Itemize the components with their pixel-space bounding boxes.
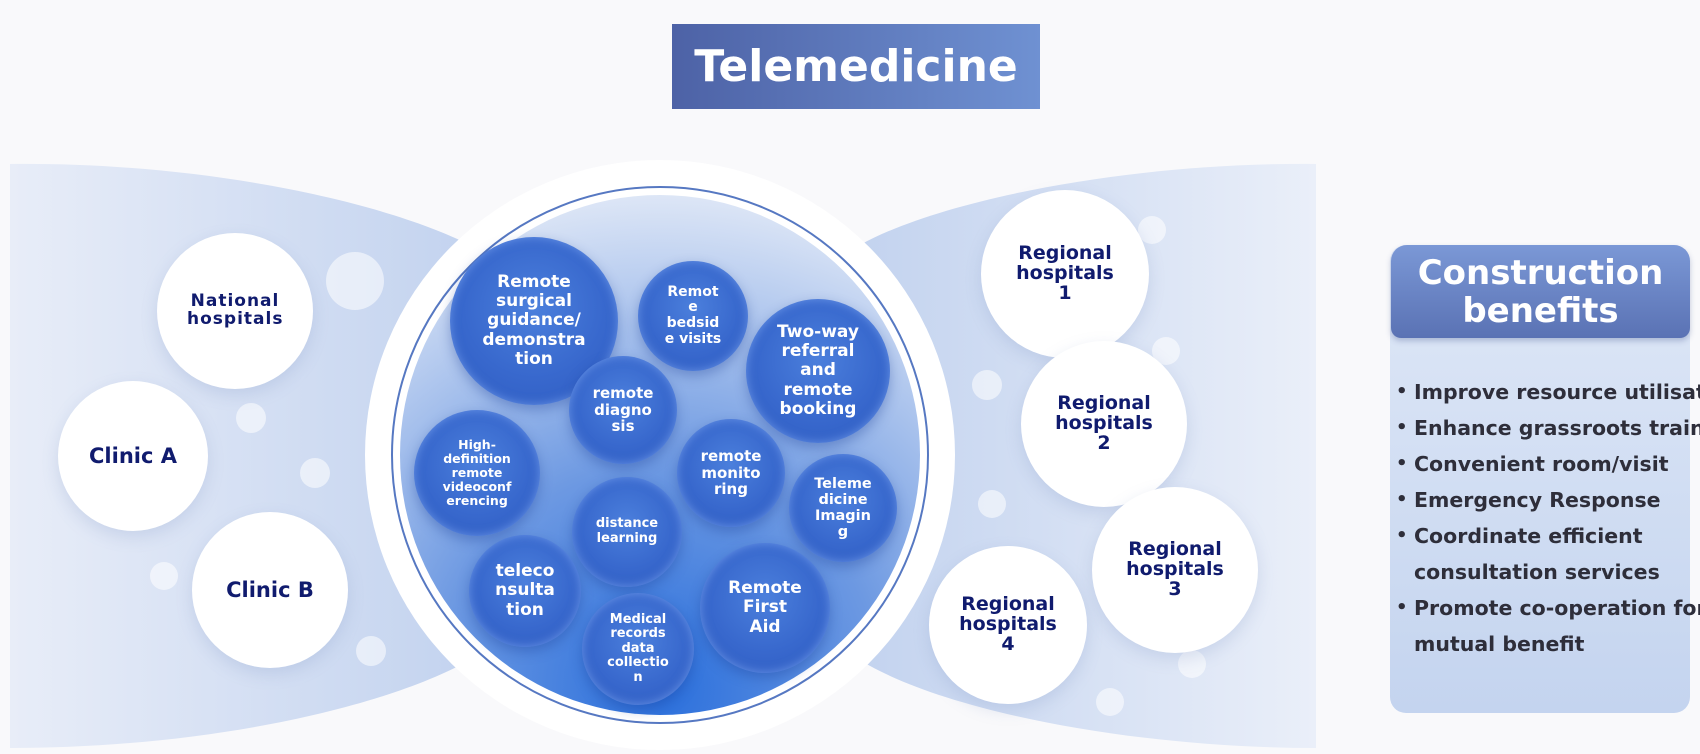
node-regional-hospitals-4: Regional hospitals 4 [929,546,1087,704]
benefits-title-line: Construction [1417,252,1664,293]
service-line: ring [714,480,748,499]
decor-bubble [150,562,178,590]
benefit-item: Emergency Response [1394,482,1699,518]
decor-bubble [1096,688,1124,716]
service-remote-first-aid: Remote First Aid [700,543,830,673]
service-line: e visits [664,330,722,347]
service-line: and [800,360,836,381]
inner-ring-outline [391,186,929,724]
service-distance-learning: distance learning [572,477,682,587]
node-label-line: 3 [1168,577,1182,600]
service-line: remote [592,383,654,402]
benefit-item-continued: mutual benefit [1414,632,1585,656]
service-hd-videoconferencing: High- definition remote videoconf erenci… [414,410,540,536]
service-line: nsulta [495,580,555,601]
service-line: collectio [607,655,669,671]
service-remote-bedside-visits: Remot e bedsid e visits [638,261,748,371]
decor-bubble [1138,216,1166,244]
service-line: remote [700,446,762,465]
node-label-line: Regional [961,593,1055,616]
node-label-line: hospitals [959,613,1057,636]
node-label-line: 2 [1097,431,1111,454]
service-line: demonstra [482,329,586,350]
service-line: erencing [446,493,508,508]
service-medical-records-collection: Medical records data collectio n [582,593,694,705]
service-line: Imagin [815,508,871,524]
benefits-title-line: benefits [1462,290,1619,331]
node-label-line: Regional [1128,538,1222,561]
node-label-line: hospitals [1016,262,1114,285]
benefits-list: Improve resource utilisation Enhance gra… [1394,374,1700,662]
node-regional-hospitals-1: Regional hospitals 1 [981,190,1149,358]
node-label-line: Regional [1018,242,1112,265]
service-teleconsultation: teleco nsulta tion [469,535,581,647]
node-label-line: Regional [1057,392,1151,415]
node-regional-hospitals-2: Regional hospitals 2 [1021,341,1187,507]
benefit-item: Convenient room/visit [1394,446,1699,482]
benefit-item: Enhance grassroots training [1394,410,1700,446]
service-line: sis [611,417,635,436]
decor-bubble [236,403,266,433]
decor-bubble [326,252,384,310]
service-line: Two-way [777,322,859,343]
node-label: Clinic A [89,443,177,468]
node-label-line: hospitals [1126,558,1224,581]
benefit-item: Coordinate efficient [1394,518,1699,554]
service-line: remote [451,465,503,480]
service-line: First [742,597,788,618]
service-line: n [633,669,643,685]
service-remote-monitoring: remote monito ring [677,419,785,527]
service-line: records [610,626,666,642]
service-line: bedsid [666,315,720,331]
service-line: Remote [497,272,571,293]
service-remote-diagnosis: remote diagno sis [569,356,677,464]
service-line: data [621,640,655,656]
service-telemedicine-imaging: Teleme dicine Imagin g [789,454,897,562]
node-label-line: 4 [1001,632,1015,655]
service-line: monito [701,463,761,482]
node-clinic-b: Clinic B [192,512,348,668]
service-line: tion [515,348,553,369]
benefit-item-continued: consultation services [1414,560,1660,584]
service-line: referral [781,341,855,362]
service-line: guidance/ [487,310,581,331]
page-title: Telemedicine [672,24,1040,109]
service-line: g [837,524,849,541]
service-line: teleco [495,561,555,582]
benefit-item: Promote co-operation for [1394,590,1700,626]
benefits-title: Construction benefits [1391,245,1690,338]
service-line: Remot [667,283,719,300]
decor-bubble [978,490,1006,518]
service-line: Remote [728,578,802,599]
service-line: learning [596,531,658,546]
service-line: High- [458,437,496,452]
decor-bubble [356,636,386,666]
service-line: e [688,299,698,316]
decor-bubble [300,458,330,488]
service-line: tion [506,599,544,620]
service-line: Aid [749,616,781,637]
node-clinic-a: Clinic A [58,381,208,531]
service-line: Medical [609,611,667,627]
benefit-item: Improve resource utilisation [1394,374,1700,410]
service-line: videoconf [442,479,512,494]
decor-bubble [972,370,1002,400]
service-line: definition [443,451,511,466]
node-label-line: hospitals [1055,412,1153,435]
decor-bubble [1178,650,1206,678]
node-label: Clinic B [226,577,314,602]
service-line: dicine [818,491,868,508]
service-line: remote [783,379,853,400]
node-national-hospitals: National hospitals [157,233,313,389]
node-label: National hospitals [187,291,284,329]
service-line: Teleme [814,475,872,492]
node-label-line: 1 [1058,281,1072,304]
service-line: distance [595,516,659,532]
service-line: surgical [496,291,572,312]
node-regional-hospitals-3: Regional hospitals 3 [1092,487,1258,653]
service-line: booking [779,398,857,419]
service-line: diagno [594,400,652,419]
service-two-way-referral: Two-way referral and remote booking [746,299,890,443]
